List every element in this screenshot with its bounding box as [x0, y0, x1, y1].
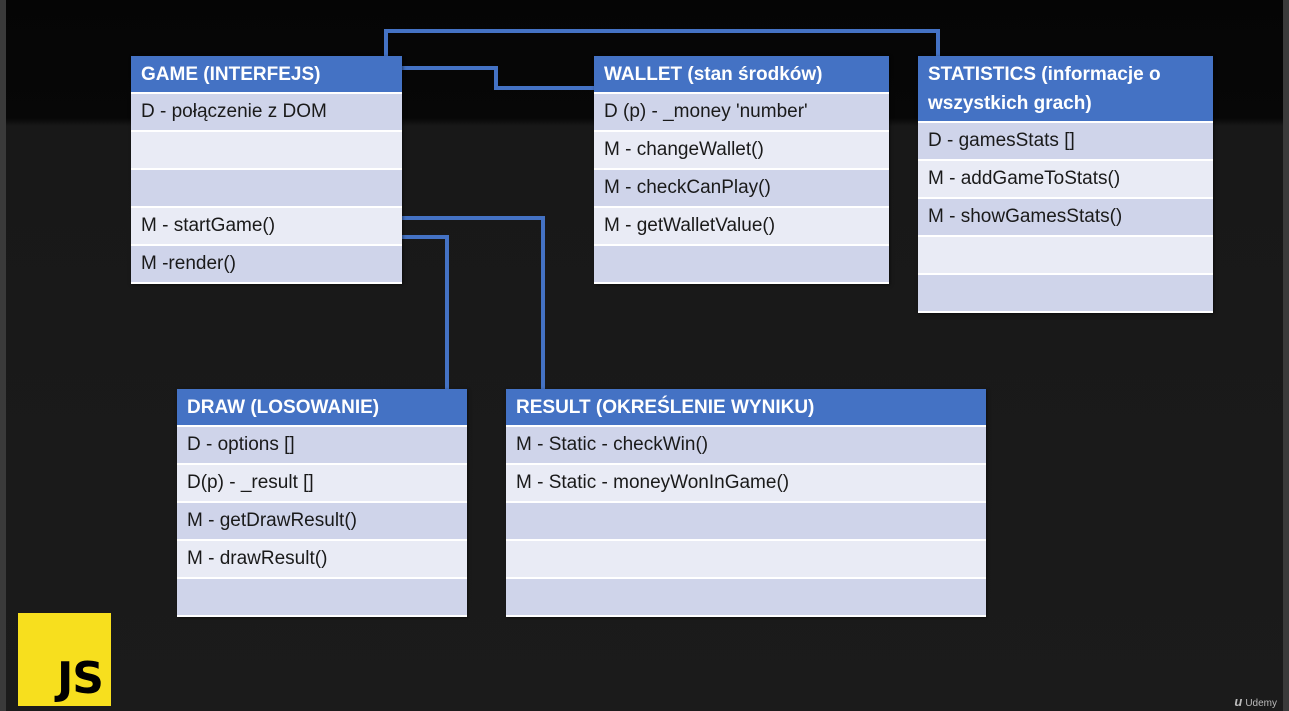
statistics-class-box: STATISTICS (informacje o wszystkich grac…	[918, 56, 1213, 313]
javascript-logo: JS	[18, 613, 111, 706]
game-class-row	[131, 132, 402, 170]
draw-class-row: M - getDrawResult()	[177, 503, 467, 541]
result-class-row	[506, 579, 986, 617]
statistics-class-row: M - showGamesStats()	[918, 199, 1213, 237]
statistics-class-row	[918, 237, 1213, 275]
frame-right-edge	[1283, 0, 1289, 711]
result-class-row	[506, 503, 986, 541]
udemy-watermark-text: Udemy	[1245, 698, 1277, 709]
draw-class-row: D - options []	[177, 427, 467, 465]
wallet-class-box: WALLET (stan środków) D (p) - _money 'nu…	[594, 56, 889, 284]
draw-class-title: DRAW (LOSOWANIE)	[177, 389, 467, 427]
result-class-row	[506, 541, 986, 579]
statistics-class-row	[918, 275, 1213, 313]
game-class-box: GAME (INTERFEJS) D - połączenie z DOM M …	[131, 56, 402, 284]
statistics-class-title: STATISTICS (informacje o wszystkich grac…	[918, 56, 1213, 123]
frame-left-edge	[0, 0, 6, 711]
game-class-row: M - startGame()	[131, 208, 402, 246]
wallet-class-row: M - checkCanPlay()	[594, 170, 889, 208]
wallet-class-row: D (p) - _money 'number'	[594, 94, 889, 132]
udemy-logo-icon: u	[1234, 694, 1243, 709]
connector-game-statistics	[384, 29, 940, 56]
connector-game-draw	[402, 235, 449, 389]
game-class-title: GAME (INTERFEJS)	[131, 56, 402, 94]
wallet-class-row: M - changeWallet()	[594, 132, 889, 170]
wallet-class-row: M - getWalletValue()	[594, 208, 889, 246]
wallet-class-title: WALLET (stan środków)	[594, 56, 889, 94]
result-class-row: M - Static - moneyWonInGame()	[506, 465, 986, 503]
connector-game-wallet	[402, 66, 594, 90]
javascript-logo-text: JS	[56, 653, 104, 704]
connector-game-result	[402, 216, 545, 389]
statistics-class-row: D - gamesStats []	[918, 123, 1213, 161]
wallet-class-row	[594, 246, 889, 284]
result-class-box: RESULT (OKREŚLENIE WYNIKU) M - Static - …	[506, 389, 986, 617]
game-class-row	[131, 170, 402, 208]
statistics-class-row: M - addGameToStats()	[918, 161, 1213, 199]
draw-class-row	[177, 579, 467, 617]
game-class-row: M -render()	[131, 246, 402, 284]
draw-class-row: M - drawResult()	[177, 541, 467, 579]
draw-class-box: DRAW (LOSOWANIE) D - options [] D(p) - _…	[177, 389, 467, 617]
result-class-title: RESULT (OKREŚLENIE WYNIKU)	[506, 389, 986, 427]
game-class-row: D - połączenie z DOM	[131, 94, 402, 132]
draw-class-row: D(p) - _result []	[177, 465, 467, 503]
result-class-row: M - Static - checkWin()	[506, 427, 986, 465]
